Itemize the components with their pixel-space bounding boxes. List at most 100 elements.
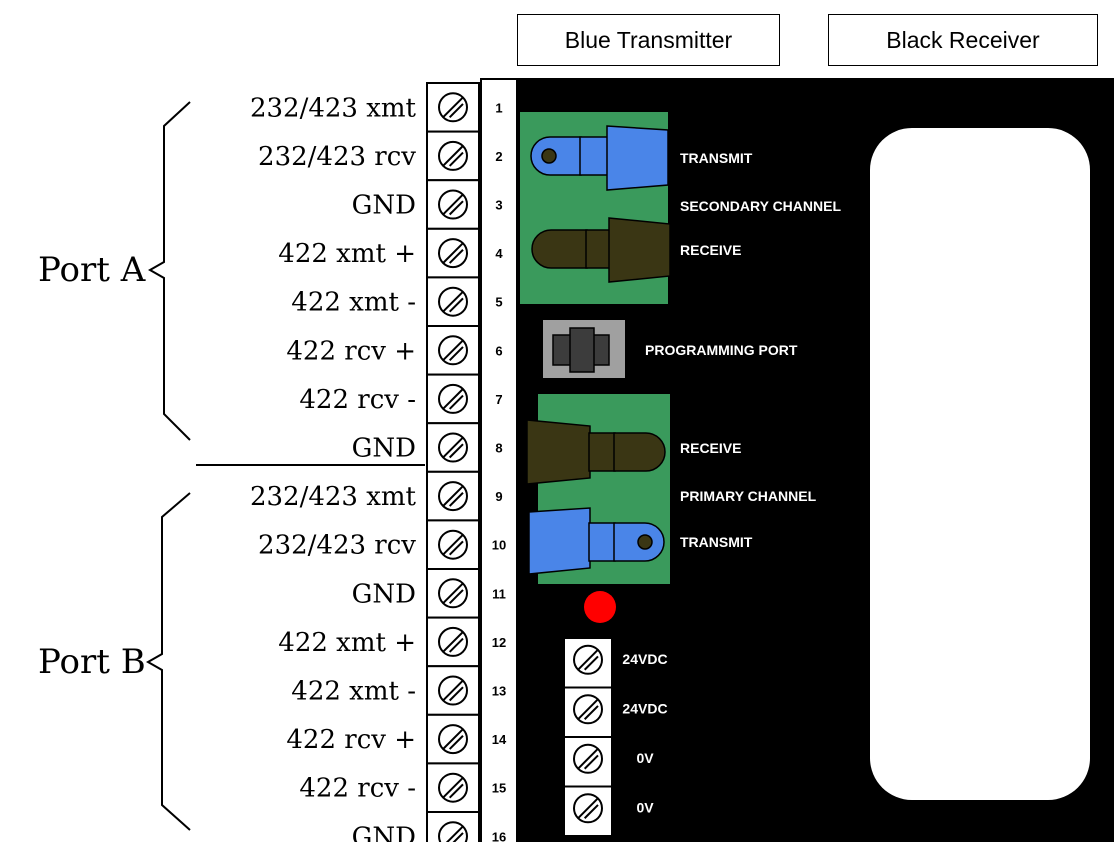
terminal-number: 9 (495, 489, 502, 504)
terminal-number: 2 (495, 149, 502, 164)
screw-slot-line (577, 798, 599, 819)
terminal-label: GND (352, 579, 416, 609)
screw-slot-line (448, 346, 464, 362)
terminal-label: 422 xmt + (278, 239, 416, 269)
terminal-row: 422 rcv -7 (299, 373, 503, 425)
terminal-label: 422 xmt - (291, 288, 416, 318)
terminal-label: GND (352, 191, 416, 221)
secondary-receive-label: RECEIVE (680, 242, 741, 258)
terminal-number: 7 (495, 392, 502, 407)
screw-slot-line (442, 485, 464, 507)
terminal-label: GND (352, 434, 416, 464)
primary-transmit-label: TRANSMIT (680, 534, 753, 550)
blue-transmitter-header: Blue Transmitter (517, 14, 780, 66)
terminal-number: 14 (492, 732, 507, 747)
power-terminal-row: 24VDC (563, 637, 668, 689)
terminal-label: 232/423 xmt (250, 93, 417, 123)
terminal-row: GND 8 (352, 422, 503, 473)
indicator-led (584, 591, 616, 623)
terminal-label: 422 xmt - (291, 677, 416, 707)
screw-slot-line (442, 777, 464, 798)
terminal-label: 422 rcv + (286, 725, 416, 755)
screw-slot-line (442, 145, 464, 167)
primary-channel-label: PRIMARY CHANNEL (680, 488, 817, 504)
terminal-number: 13 (492, 684, 506, 699)
screw-slot-line (442, 242, 464, 264)
screw-slot-line (448, 297, 464, 313)
secondary-transmitter-icon (530, 125, 669, 191)
terminal-number: 11 (492, 586, 506, 601)
screw-slot-line (448, 589, 464, 605)
terminal-row: 232/423 xmt 9 (250, 470, 503, 522)
terminal-row: 232/423 rcv 2 (258, 130, 503, 182)
terminal-number: 8 (495, 441, 502, 456)
screw-slot-line (583, 804, 599, 819)
terminal-row: 422 rcv + 14 (286, 713, 507, 765)
screw-slot-line (442, 291, 464, 312)
screw-slot-line (577, 699, 599, 720)
terminal-label: 232/423 rcv (258, 531, 416, 561)
screw-slot-line (452, 832, 464, 842)
screw-slot-line (448, 443, 464, 459)
receiver-window (870, 128, 1090, 800)
port-b-label: Port B (38, 642, 146, 682)
terminal-label: 232/423 xmt (250, 482, 417, 512)
terminal-number: 6 (495, 343, 502, 358)
screw-slot-line (442, 388, 464, 410)
screw-slot-line (448, 200, 464, 216)
terminal-number: 4 (495, 246, 503, 261)
screw-slot-line (448, 686, 464, 702)
screw-icon (438, 821, 468, 842)
screw-slot-line (445, 826, 464, 842)
screw-slot-line (442, 194, 464, 215)
secondary-receiver-icon (531, 217, 671, 283)
screw-slot-line (442, 680, 464, 701)
screw-slot-line (583, 754, 599, 770)
terminal-number: 12 (492, 635, 506, 650)
terminal-label: 232/423 rcv (258, 142, 416, 172)
screw-slot-line (448, 249, 464, 264)
terminal-row: 422 rcv +6 (286, 325, 503, 376)
terminal-number: 5 (495, 295, 502, 310)
screw-slot-line (583, 705, 599, 720)
power-terminal-label: 24VDC (622, 651, 667, 667)
terminal-row: 422 xmt - 13 (291, 665, 506, 716)
primary-receiver-icon (526, 419, 666, 485)
secondary-transmit-label: TRANSMIT (680, 150, 753, 166)
screw-slot-line (448, 637, 464, 653)
screw-slot-line (448, 540, 464, 556)
terminal-row: GND 16 (352, 811, 506, 842)
port-a-brace (147, 101, 191, 441)
black-receiver-header: Black Receiver (828, 14, 1098, 66)
terminal-label: 422 xmt + (278, 628, 416, 658)
terminal-label: GND (352, 822, 416, 842)
screw-slot-line (448, 394, 464, 410)
screw-slot-line (442, 728, 464, 750)
terminal-number: 10 (492, 538, 506, 553)
programming-port-connector (552, 327, 610, 373)
power-terminal-row: 0V (563, 785, 654, 837)
terminal-number: 15 (492, 781, 506, 796)
screw-slot-line (442, 631, 464, 653)
screw-slot-line (442, 534, 464, 555)
secondary-channel-label: SECONDARY CHANNEL (680, 198, 841, 214)
screw-slot-line (442, 437, 464, 458)
terminal-row: 422 xmt + 12 (278, 616, 506, 668)
screw-slot-line (577, 649, 599, 670)
power-terminal-row: 0V (563, 736, 654, 788)
screw-slot-line (577, 748, 599, 769)
primary-receive-label: RECEIVE (680, 440, 741, 456)
screw-slot-line (448, 151, 464, 167)
screw-slot-line (583, 655, 599, 671)
terminal-row: 422 xmt - 5 (291, 276, 503, 327)
port-a-label: Port A (38, 250, 146, 290)
screw-slot-line (442, 97, 464, 118)
terminal-number-strip (482, 80, 516, 842)
terminal-number: 16 (492, 829, 506, 842)
